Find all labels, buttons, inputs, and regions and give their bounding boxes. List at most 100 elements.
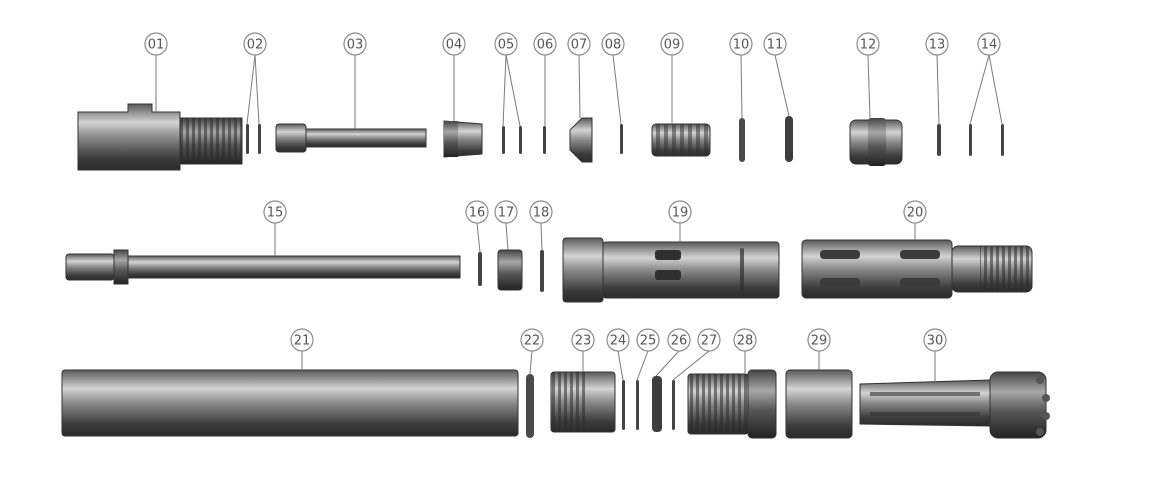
callout-18: 18 [529,200,553,251]
part-12-nut [849,118,903,166]
callout-13-circle [925,32,949,56]
callout-10-circle [729,32,753,56]
callout-05: 05 [494,32,521,127]
callout-08-leader-line [612,54,622,125]
part-25-ring [636,380,639,430]
callout-09: 09 [660,32,684,124]
callout-05-circle [494,32,518,56]
part-28-driver-chuck [687,369,777,439]
callout-12-leader-line [867,54,871,119]
callout-06-label: 06 [537,38,554,53]
callout-13-leader-line [936,54,940,125]
callout-08: 08 [601,32,625,125]
callout-25-circle [636,328,660,352]
callout-08-label: 08 [605,38,622,53]
callout-02-leader-line [246,54,256,125]
callout-09-circle [660,32,684,56]
callout-06: 06 [533,32,557,126]
callout-24-leader-line [617,350,624,381]
callout-07-circle [567,32,591,56]
callout-21-circle [290,328,314,352]
part-13-ring [937,124,941,156]
part-29-retaining-ring [785,369,853,439]
callout-26-circle [667,328,691,352]
part-05-o-rings [502,126,522,154]
part-01-top-sub [77,103,243,171]
callout-11-label: 11 [767,38,784,53]
callout-27-label: 27 [701,334,718,349]
callout-11-leader-line [774,54,790,117]
callout-22: 22 [520,328,544,375]
callout-14-leader-line [988,54,1003,125]
part-24-ring [622,380,625,430]
callout-24-label: 24 [610,334,627,349]
callout-26-leader-line [655,350,680,377]
callout-02-leader-line [254,54,260,125]
callout-19-circle [668,200,692,224]
part-11-washer [785,116,793,162]
callout-07: 07 [567,32,591,119]
callout-21-label: 21 [294,334,311,349]
part-06-ring [543,126,546,154]
callout-25-label: 25 [640,334,657,349]
callout-28-circle [733,328,757,352]
callout-04: 04 [442,32,466,121]
callout-05-leader-line [502,54,507,127]
part-16-ring [478,252,482,286]
callout-02-circle [243,32,267,56]
callout-30-label: 30 [927,334,944,349]
callout-12-circle [856,32,880,56]
callout-07-label: 07 [571,38,588,53]
callout-14-circle [977,32,1001,56]
callout-18-circle [529,200,553,224]
callout-02: 02 [243,32,267,125]
callout-29-label: 29 [811,334,828,349]
callout-18-leader-line [540,222,543,251]
part-22-ring [526,374,534,438]
callout-18-label: 18 [533,206,550,221]
callout-13: 13 [925,32,949,125]
callout-05-label: 05 [498,38,515,53]
callout-20: 20 [903,200,927,240]
part-20-cylinder [801,239,1033,299]
callout-28: 28 [733,328,757,374]
callout-28-label: 28 [737,334,754,349]
part-07-valve [569,117,593,163]
callout-05-leader-line [505,54,521,127]
callout-30: 30 [923,328,947,382]
callout-21: 21 [290,328,314,370]
part-30-drill-bit [859,371,1050,439]
part-21-outer-casing [61,369,519,437]
callout-19: 19 [668,200,692,242]
callout-11: 11 [763,32,790,117]
part-23-thread-sleeve [550,371,616,433]
callout-17-label: 17 [498,206,515,221]
callout-16-label: 16 [469,206,486,221]
callout-08-circle [601,32,625,56]
callout-30-circle [923,328,947,352]
callout-15-circle [263,200,287,224]
callout-12-label: 12 [860,38,877,53]
callout-07-leader-line [578,54,581,119]
part-08-ring [620,124,623,154]
callout-20-label: 20 [907,206,924,221]
callout-10-leader-line [740,54,743,119]
callout-09-label: 09 [664,38,681,53]
callout-27-leader-line [672,350,710,381]
callout-20-circle [903,200,927,224]
callout-25-leader-line [636,350,649,381]
callout-19-label: 19 [672,206,689,221]
callout-26: 26 [655,328,691,377]
callout-29: 29 [807,328,831,370]
callout-15-label: 15 [267,206,284,221]
part-18-ring [540,250,544,292]
callout-16-circle [465,200,489,224]
part-09-spring [651,123,711,157]
part-27-ring [672,380,675,430]
callout-06-circle [533,32,557,56]
callout-01-label: 01 [148,38,165,53]
callout-14-label: 14 [981,38,998,53]
part-26-ring [652,376,662,432]
callout-22-label: 22 [524,334,541,349]
